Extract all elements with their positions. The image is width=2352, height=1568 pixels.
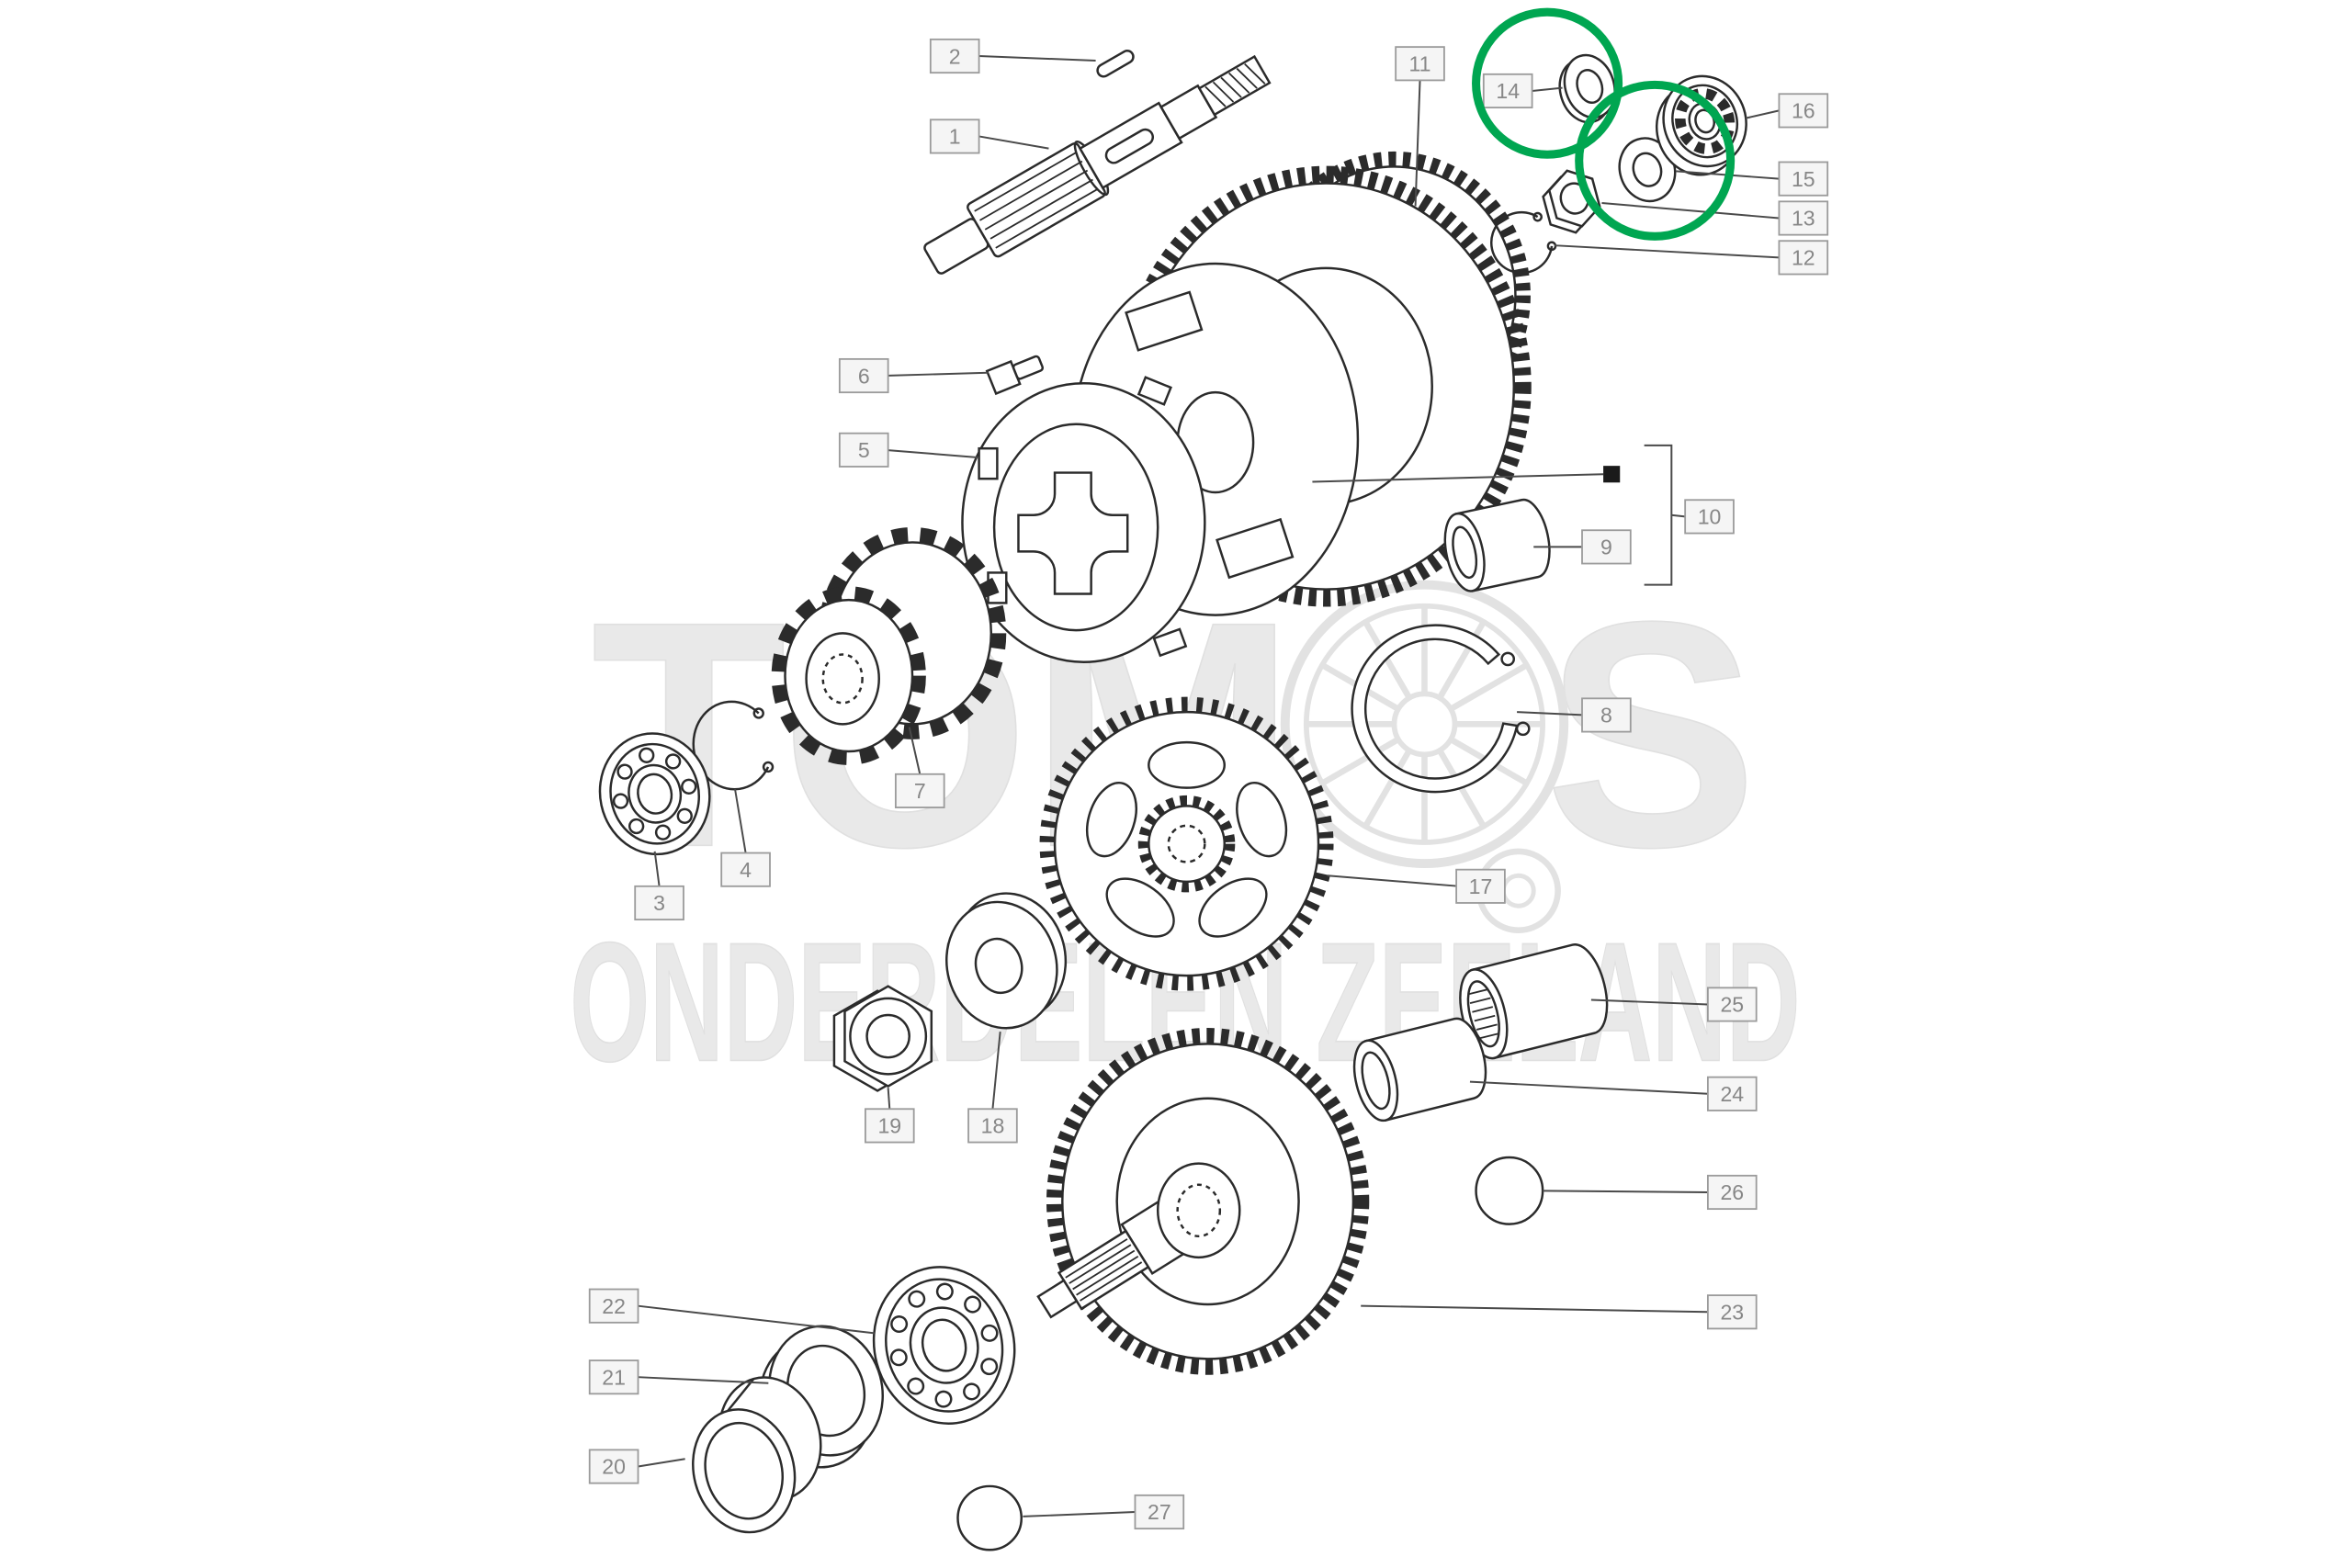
part-8-circlip xyxy=(1351,624,1531,794)
svg-text:27: 27 xyxy=(1148,1500,1171,1524)
part-label-22: 22 xyxy=(588,1288,639,1324)
part-17-sprocket xyxy=(1039,696,1334,991)
part-labels: 1 2 3 4 5 6 7 8 9 10 11 12 13 14 15 16 1… xyxy=(588,38,1829,1530)
part-9-bushing xyxy=(1443,498,1551,592)
part-label-3: 3 xyxy=(634,885,684,921)
svg-text:12: 12 xyxy=(1792,246,1815,270)
part-label-7: 7 xyxy=(894,773,945,808)
part-label-13: 13 xyxy=(1778,200,1829,236)
highlight-circle-part-15 xyxy=(1575,80,1736,241)
svg-text:8: 8 xyxy=(1600,704,1612,728)
svg-text:25: 25 xyxy=(1720,993,1744,1017)
part-label-19: 19 xyxy=(864,1108,915,1144)
part-label-24: 24 xyxy=(1706,1076,1758,1111)
assembly-marker-square xyxy=(1603,466,1621,483)
svg-text:1: 1 xyxy=(949,125,961,149)
part-26-oring xyxy=(1475,1156,1544,1225)
part-3-bearing xyxy=(598,732,711,856)
bracket-10 xyxy=(1312,444,1686,586)
svg-text:13: 13 xyxy=(1792,207,1815,231)
svg-text:5: 5 xyxy=(858,438,870,462)
part-label-10: 10 xyxy=(1684,499,1735,535)
part-5-clutch-drum xyxy=(961,376,1206,663)
part-label-4: 4 xyxy=(720,852,771,887)
part-label-17: 17 xyxy=(1455,868,1506,904)
svg-text:20: 20 xyxy=(602,1455,626,1479)
part-label-8: 8 xyxy=(1581,697,1632,733)
part-7-clutch-gear xyxy=(771,526,1007,765)
part-label-9: 9 xyxy=(1581,529,1632,565)
svg-text:7: 7 xyxy=(914,779,926,803)
svg-text:23: 23 xyxy=(1720,1301,1744,1325)
part-22-bearing xyxy=(872,1266,1016,1425)
part-24-bushing xyxy=(1352,1017,1487,1122)
part-label-2: 2 xyxy=(929,38,980,74)
part-label-20: 20 xyxy=(588,1449,639,1484)
part-15-washer xyxy=(1618,137,1677,203)
part-2-key xyxy=(1096,50,1135,78)
part-label-11: 11 xyxy=(1395,46,1445,82)
part-label-15: 15 xyxy=(1778,161,1829,197)
part-label-1: 1 xyxy=(929,118,980,154)
part-10-gear-assembly xyxy=(1071,165,1532,616)
part-label-23: 23 xyxy=(1706,1294,1758,1330)
svg-text:19: 19 xyxy=(877,1114,901,1138)
svg-text:11: 11 xyxy=(1409,52,1431,76)
part-20-bushing xyxy=(692,1376,822,1534)
part-label-21: 21 xyxy=(588,1359,639,1395)
part-19-nut xyxy=(832,985,933,1092)
svg-text:18: 18 xyxy=(981,1114,1005,1138)
svg-text:3: 3 xyxy=(653,891,665,915)
part-18-washer xyxy=(945,892,1068,1030)
part-label-27: 27 xyxy=(1134,1494,1185,1530)
svg-text:9: 9 xyxy=(1600,536,1612,559)
highlight-circle-part-14 xyxy=(1472,7,1623,159)
svg-text:16: 16 xyxy=(1792,99,1815,123)
part-label-16: 16 xyxy=(1778,93,1829,129)
svg-text:14: 14 xyxy=(1496,79,1520,103)
part-label-12: 12 xyxy=(1778,240,1829,276)
svg-text:26: 26 xyxy=(1720,1180,1744,1204)
svg-text:2: 2 xyxy=(949,44,961,68)
svg-text:6: 6 xyxy=(858,364,870,388)
part-1-input-shaft xyxy=(923,54,1272,275)
part-label-6: 6 xyxy=(838,357,889,394)
svg-text:15: 15 xyxy=(1792,167,1815,191)
svg-text:17: 17 xyxy=(1469,874,1493,898)
svg-text:22: 22 xyxy=(602,1294,626,1318)
part-label-14: 14 xyxy=(1482,73,1533,109)
part-label-25: 25 xyxy=(1706,987,1758,1022)
leader-lines xyxy=(638,55,1780,1517)
part-6-lock-bolt xyxy=(985,355,1045,396)
part-label-5: 5 xyxy=(838,432,889,468)
part-label-18: 18 xyxy=(967,1108,1018,1144)
part-23-output-gear xyxy=(1036,1028,1370,1375)
svg-text:10: 10 xyxy=(1698,505,1722,529)
part-27-oring xyxy=(956,1484,1023,1551)
svg-text:4: 4 xyxy=(740,858,752,882)
svg-text:24: 24 xyxy=(1720,1082,1744,1106)
part-label-26: 26 xyxy=(1706,1174,1758,1211)
svg-text:21: 21 xyxy=(602,1365,626,1389)
